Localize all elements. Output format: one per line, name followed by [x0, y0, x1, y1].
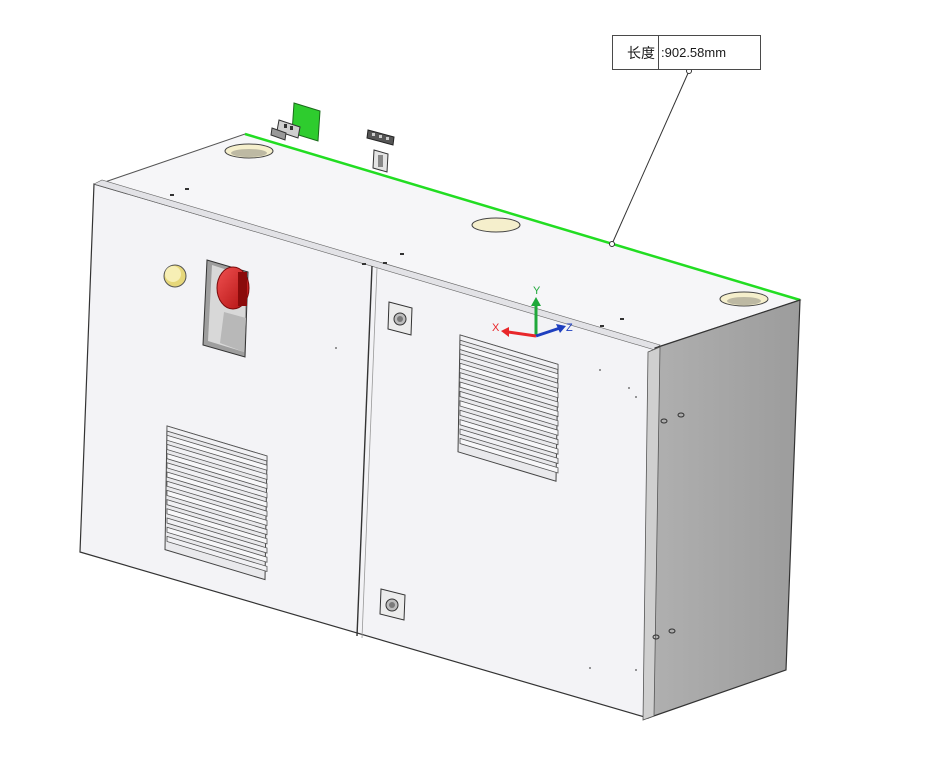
louver-slat [459, 400, 559, 436]
triad-x-axis [507, 330, 537, 338]
louver-slat [459, 343, 559, 380]
louver-slat [459, 372, 559, 408]
measurement-value: 902.58mm [664, 45, 727, 60]
triad-icon: Y X Z [492, 285, 573, 338]
louver-slat [459, 437, 559, 474]
louver-slat [459, 419, 559, 455]
pcb-board[interactable] [270, 102, 321, 142]
louver-vent-left [164, 425, 268, 581]
top-edge-marks [170, 188, 624, 327]
louver-slat [459, 334, 559, 371]
louver-slat [166, 526, 268, 563]
louver-slat [166, 471, 268, 508]
louver-slat [166, 535, 268, 572]
louver-slat [166, 480, 268, 517]
measurement-key: 长度 [613, 36, 659, 69]
terminal-connector[interactable] [366, 129, 395, 173]
triad-z-label: Z [566, 322, 573, 334]
surface-markers [335, 347, 637, 671]
top-cable-hole-2 [471, 217, 521, 233]
emergency-stop-button[interactable] [202, 259, 250, 358]
triad-x-label: X [492, 322, 500, 334]
measurement-separator: : [661, 45, 665, 60]
louver-slat [459, 390, 559, 427]
louver-slat [166, 499, 268, 536]
measured-edge[interactable] [244, 132, 801, 302]
door-split-line [356, 265, 373, 637]
louver-slat [166, 443, 268, 480]
triad-y-label: Y [533, 285, 541, 297]
door-lock-lower[interactable] [379, 588, 406, 621]
indicator-lamp[interactable] [163, 264, 187, 288]
side-slots [652, 412, 685, 640]
louver-slat [166, 425, 268, 462]
louver-slat [166, 434, 268, 471]
louver-slat [166, 453, 268, 490]
louver-slat [459, 409, 559, 446]
door-lock-upper[interactable] [387, 301, 413, 336]
measurement-callout[interactable]: 长度 : 902.58mm [612, 35, 761, 70]
louver-slat [166, 489, 268, 526]
louver-slat [166, 517, 268, 554]
louver-slat [459, 362, 559, 399]
louver-vent-right [457, 334, 559, 482]
louver-slat [166, 508, 268, 545]
cabinet-side-face[interactable] [647, 299, 801, 719]
louver-slat [459, 428, 559, 465]
dimension-leader-icon [609, 68, 692, 247]
top-cable-hole-1 [224, 143, 274, 159]
triad-z-axis [535, 326, 561, 338]
top-cable-hole-3 [719, 291, 769, 307]
louver-slat [166, 462, 268, 499]
louver-slat [459, 381, 559, 418]
louver-slat [459, 353, 559, 389]
